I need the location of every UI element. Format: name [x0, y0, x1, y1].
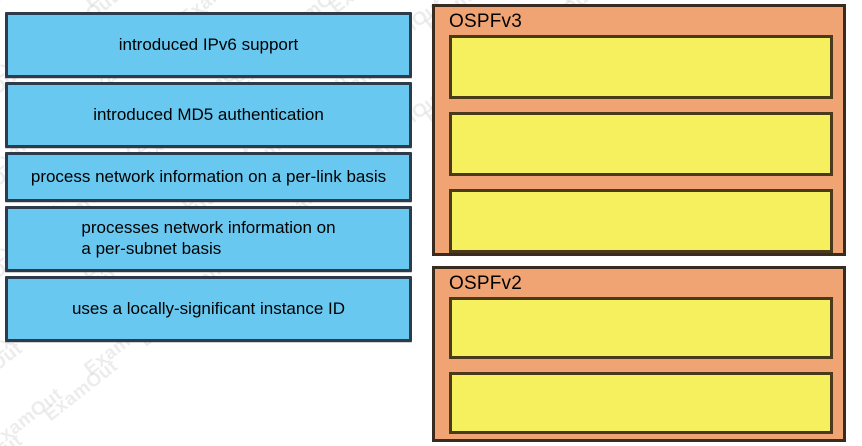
draggable-item-4[interactable]: uses a locally-significant instance ID — [5, 276, 412, 342]
drop-zone-ospfv3-1[interactable] — [449, 112, 833, 176]
drop-zone-ospfv3-0[interactable] — [449, 35, 833, 99]
drop-zone-ospfv2-1[interactable] — [449, 372, 833, 434]
category-panel-ospfv3: OSPFv3 — [432, 4, 846, 256]
draggable-item-1[interactable]: introduced MD5 authentication — [5, 82, 412, 148]
category-panel-ospfv2: OSPFv2 — [432, 266, 846, 442]
drop-zone-ospfv3-2[interactable] — [449, 189, 833, 253]
category-label-ospfv2: OSPFv2 — [449, 273, 522, 294]
category-label-ospfv3: OSPFv3 — [449, 11, 522, 32]
draggable-item-label: processes network information on a per-s… — [81, 218, 336, 258]
drop-zone-ospfv2-0[interactable] — [449, 297, 833, 359]
draggable-item-3[interactable]: processes network information on a per-s… — [5, 206, 412, 272]
draggable-item-2[interactable]: process network information on a per-lin… — [5, 152, 412, 202]
draggable-item-label: introduced MD5 authentication — [93, 104, 324, 124]
draggable-item-label: introduced IPv6 support — [118, 34, 299, 54]
draggable-item-label: uses a locally-significant instance ID — [71, 298, 346, 318]
draggable-item-label: process network information on a per-lin… — [30, 166, 387, 186]
draggable-item-0[interactable]: introduced IPv6 support — [5, 12, 412, 78]
